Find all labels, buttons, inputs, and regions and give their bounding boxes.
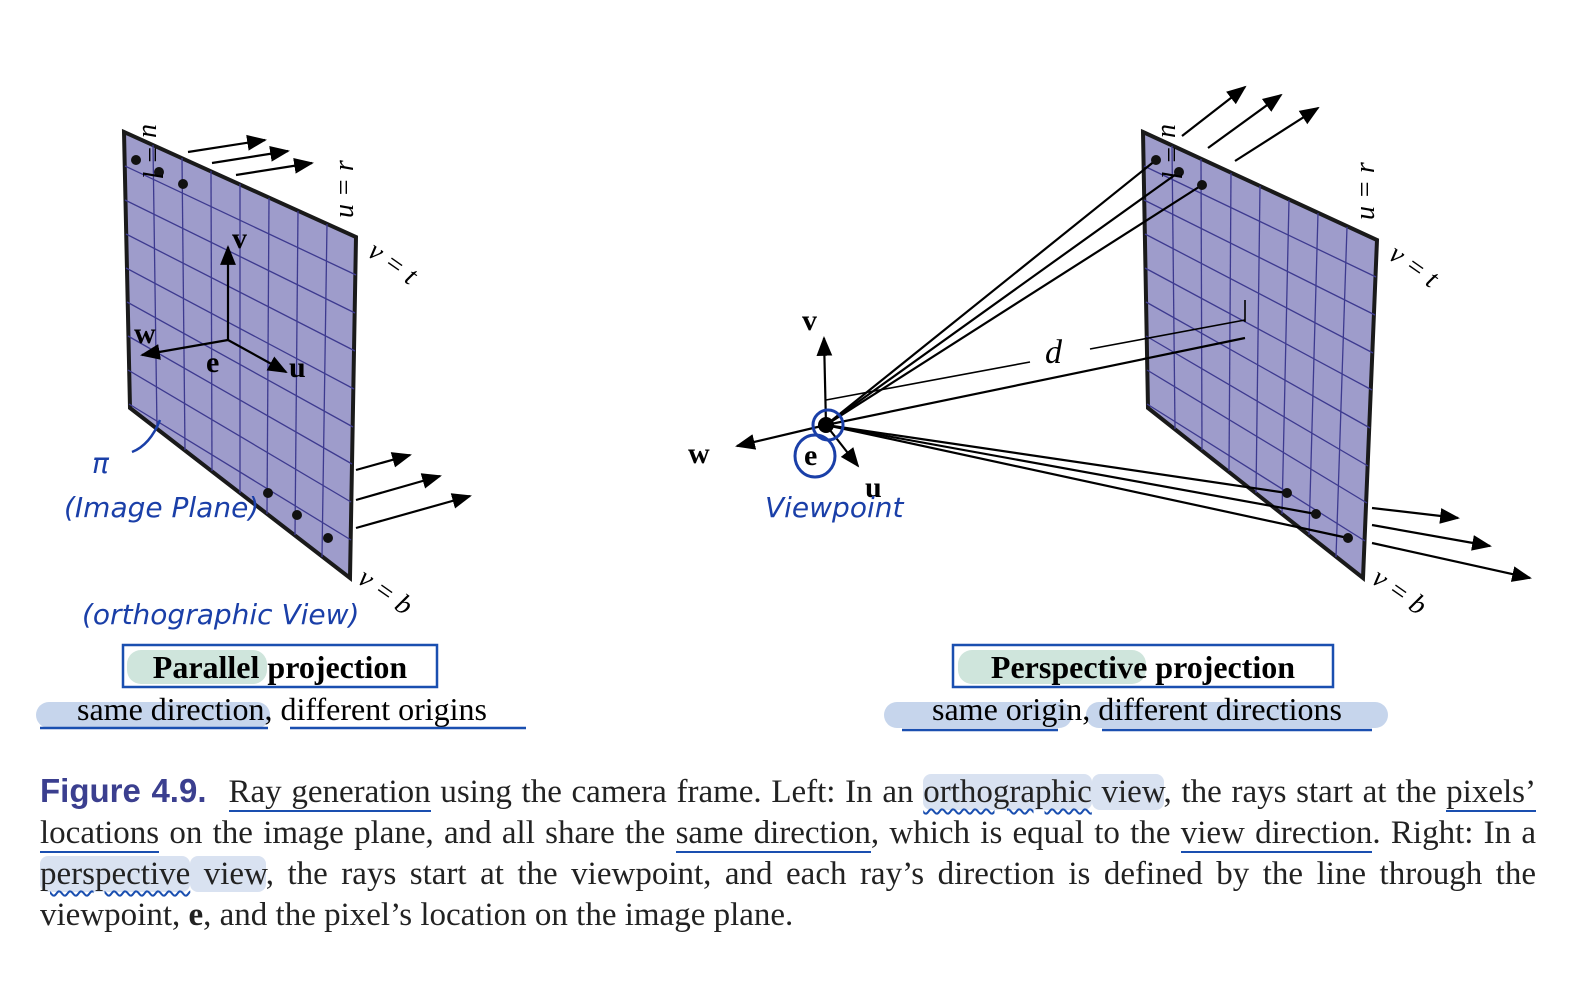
- e-label-left: e: [206, 346, 219, 379]
- v-eq-b-label-left: v = b: [352, 562, 418, 621]
- v-eq-t-label-left: v = t: [362, 235, 424, 292]
- caption-orthographic: orthographic: [923, 774, 1092, 810]
- image-plane-annotation: (Image Plane): [64, 491, 259, 524]
- parallel-sub-part2: different origins: [281, 691, 487, 727]
- v-axis-label-left: v: [232, 222, 247, 255]
- pixel-dots-left: [131, 155, 333, 543]
- perspective-title-box: [951, 643, 1335, 689]
- caption-text-11: . Right: In a: [1372, 815, 1537, 851]
- parallel-title-highlight: [127, 650, 267, 684]
- u-axis-label-right: u: [865, 471, 882, 504]
- caption-text-9: , which is equal to the: [870, 815, 1181, 851]
- viewpoint-dot: [818, 417, 834, 433]
- w-axis-label-right: w: [688, 437, 710, 470]
- parallel-subtitle: same direction, different origins: [77, 691, 487, 727]
- parallel-title-rest: projection: [259, 649, 407, 685]
- perspective-sub-highlight-2: [1086, 702, 1388, 728]
- parallel-sub-sep: ,: [265, 691, 281, 727]
- e-circle: [793, 433, 837, 479]
- u-eq-r-label-left: u = r: [329, 160, 360, 218]
- u-eq-l-label-right: u = l: [1155, 124, 1186, 179]
- caption-view-2: view: [190, 856, 266, 892]
- parallel-rays-top: [187, 134, 314, 177]
- parallel-sub-highlight: [36, 702, 270, 728]
- distance-d-label: d: [1045, 334, 1063, 371]
- caption-pixels-locations: pixels’ locations: [40, 774, 1536, 853]
- caption-ray-generation: Ray generation: [228, 774, 431, 812]
- parallel-title-box: [121, 643, 439, 689]
- parallel-sub-part1: same direction: [77, 691, 264, 727]
- e-label-right: e: [804, 439, 817, 472]
- perspective-diagram: d v w e u Viewpoint u = l u = r v = t v …: [688, 85, 1532, 732]
- perspective-sub-sep: ,: [1082, 691, 1098, 727]
- u-axis-label-left: u: [289, 351, 306, 384]
- v-eq-t-label-right: v = t: [1383, 238, 1445, 295]
- perspective-sub-part2: different directions: [1098, 691, 1342, 727]
- caption-view-direction: view direction: [1180, 815, 1373, 853]
- caption-text-14: , the rays start at the viewpoint, and e…: [40, 856, 1536, 933]
- view-direction-line-2: [1089, 319, 1246, 350]
- camera-axes-left: [140, 245, 288, 373]
- pixel-dots-right: [1151, 155, 1353, 543]
- pi-annotation: π: [92, 447, 110, 480]
- caption-text-7: on the image plane, and all share the: [159, 815, 676, 851]
- parallel-title: Parallel projection: [153, 649, 408, 685]
- grid-left: [124, 144, 357, 558]
- perspective-title-highlight: [958, 650, 1146, 684]
- figure-caption: Figure 4.9. Ray generation using the came…: [40, 770, 1536, 936]
- viewpoint-annotation: Viewpoint: [765, 491, 904, 524]
- perspective-title-word: Perspective: [991, 649, 1147, 685]
- v-axis-label-right: v: [802, 304, 817, 337]
- perspective-title: Perspective projection: [991, 649, 1295, 685]
- u-eq-l-label-left: u = l: [136, 124, 167, 179]
- parallel-rays-bottom: [355, 452, 472, 530]
- caption-same-direction: same direction: [675, 815, 871, 853]
- orthographic-view-annotation: (orthographic View): [82, 598, 359, 631]
- figure-label: Figure 4.9.: [40, 772, 207, 809]
- parallel-diagram: v w e u u = l u = r v = t v = b π (Image…: [36, 124, 526, 730]
- perspective-rays-beyond-top: [1181, 85, 1320, 162]
- view-direction-line: [825, 361, 1031, 401]
- caption-text-2: using the camera frame. Left: In an: [430, 774, 924, 810]
- perspective-rays-to-pixels: [825, 159, 1349, 540]
- u-eq-r-label-right: u = r: [1350, 162, 1381, 220]
- parallel-title-word: Parallel: [153, 649, 260, 685]
- caption-text-16: , and the pixel’s location on the image …: [203, 897, 794, 933]
- caption-view-1: view: [1091, 774, 1164, 810]
- caption-perspective: perspective: [40, 856, 191, 892]
- perspective-sub-highlight-1: [884, 702, 1072, 728]
- w-axis-label-left: w: [134, 317, 156, 350]
- perspective-title-rest: projection: [1147, 649, 1295, 685]
- pi-pointer-stroke: [131, 419, 162, 454]
- perspective-rays-beyond-bottom: [1371, 506, 1532, 582]
- v-eq-b-label-right: v = b: [1366, 562, 1432, 621]
- caption-text-5: , the rays start at the: [1163, 774, 1447, 810]
- perspective-subtitle: same origin, different directions: [932, 691, 1342, 727]
- caption-e-symbol: e: [188, 897, 204, 933]
- center-ray: [825, 336, 1246, 427]
- perspective-sub-part1: same origin: [932, 691, 1082, 727]
